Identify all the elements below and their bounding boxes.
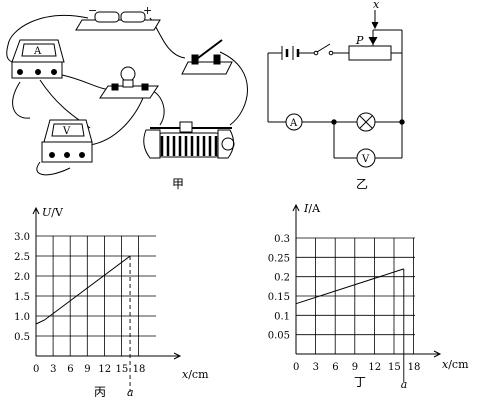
x-tick-label: 6 [67, 364, 73, 375]
x-tick-label: 9 [352, 362, 358, 373]
apparatus-figure: − + A [6, 4, 248, 191]
chart-caption: 丁 [354, 375, 366, 389]
wire [61, 74, 111, 91]
y-tick-label: 0.05 [268, 331, 290, 342]
y-tick-label: 0.1 [274, 311, 290, 322]
wire [89, 91, 146, 146]
y-tick-label: 0.2 [274, 273, 290, 284]
y-tick-label: 0.15 [268, 292, 290, 303]
x-tick-label: 12 [368, 362, 381, 373]
slider-x-label: x [373, 0, 380, 11]
caption-yi: 乙 [356, 177, 368, 191]
voltmeter-device: V [41, 119, 93, 163]
rheostat-symbol [348, 45, 392, 61]
ammeter-symbol-letter: A [289, 118, 298, 129]
x-tick-label: 0 [33, 364, 39, 375]
battery-negative-sign: − [88, 4, 97, 17]
wire [36, 161, 71, 176]
x-tick-label: 6 [332, 362, 338, 373]
wire [6, 14, 89, 65]
caption-jia: 甲 [172, 177, 184, 191]
marker-a-label: a [127, 386, 134, 399]
chart-ding: 0 3 6 9 12 15 18 0.05 0.1 0.15 0.2 0.25 0.3 I/A x/cm a 丁 [268, 202, 469, 391]
switch-blade [316, 43, 331, 53]
y-tick-label: 2.0 [14, 272, 30, 283]
junction-dot [399, 119, 405, 125]
switch-contact [313, 50, 319, 56]
wire [12, 81, 31, 119]
x-axis-label: x/cm [182, 368, 209, 381]
x-tick-label: 18 [133, 364, 146, 375]
x-tick-label: 0 [293, 362, 299, 373]
ammeter-letter: A [33, 46, 42, 57]
battery-positive-sign: + [143, 4, 152, 17]
x-axis-arrow [173, 352, 182, 360]
y-axis-label: U/V [42, 206, 64, 219]
battery-pack: − + [75, 4, 161, 31]
x-axis-label: x/cm [442, 358, 469, 371]
y-tick-label: 3.0 [14, 232, 30, 243]
y-tick-label: 1.0 [14, 312, 30, 323]
marker-a-label: a [401, 378, 408, 391]
data-line [35, 255, 131, 325]
data-line [295, 268, 404, 305]
y-axis-arrow [32, 206, 40, 215]
x-tick-label: 9 [84, 364, 90, 375]
rheostat-device [143, 121, 235, 159]
y-tick-label: 0.5 [14, 332, 30, 343]
y-tick-label: 1.5 [14, 292, 30, 303]
y-axis-arrow [292, 203, 300, 212]
x-tick-label: 12 [98, 364, 111, 375]
voltmeter-symbol-letter: V [361, 154, 370, 165]
slider-label: P [355, 34, 364, 47]
y-tick-label: 2.5 [14, 252, 30, 263]
voltmeter-letter: V [62, 126, 71, 137]
circuit-diagram: P x A V 乙 [267, 0, 405, 191]
chart-caption: 丙 [94, 385, 106, 399]
wire [219, 51, 248, 126]
x-tick-label: 18 [408, 362, 421, 373]
y-tick-label: 0.3 [274, 234, 290, 245]
x-tick-label: 3 [313, 362, 319, 373]
switch [181, 39, 233, 75]
ammeter-device: A [11, 39, 65, 79]
y-tick-label: 0.25 [268, 253, 290, 264]
x-axis-arrow [433, 350, 442, 358]
lamp-holder [99, 66, 159, 99]
y-axis-label: I/A [303, 202, 321, 215]
slider-arrow [368, 36, 378, 46]
x-tick-label: 15 [116, 364, 129, 375]
x-tick-label: 3 [50, 364, 56, 375]
x-tick-label: 15 [388, 362, 401, 373]
